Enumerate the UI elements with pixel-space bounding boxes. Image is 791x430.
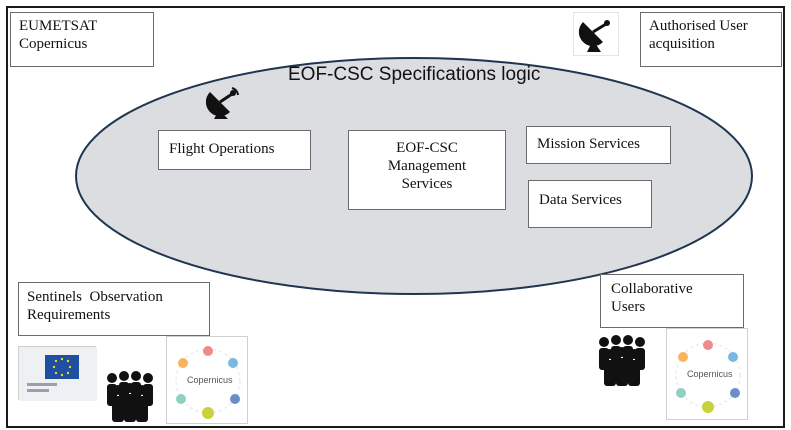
eumetsat-label: EUMETSAT (19, 18, 98, 34)
authorised-label-2: acquisition (649, 36, 715, 52)
copernicus-right-label: Copernicus (687, 369, 733, 379)
copernicus-logo-right: Copernicus (666, 328, 748, 420)
eumetsat-box: EUMETSAT Copernicus (10, 12, 154, 67)
authorised-user-box: Authorised User acquisition (640, 12, 782, 67)
flight-operations-label: Flight Operations (169, 141, 275, 157)
copernicus-logo-icon (175, 346, 241, 419)
mission-services-box: Mission Services (526, 126, 671, 164)
sentinels-label-2: Requirements (27, 307, 111, 323)
management-label-2: Management (387, 158, 467, 174)
collaborative-label-1: Collaborative (611, 281, 693, 297)
sentinels-label-1: Sentinels Observation (27, 289, 163, 305)
data-services-box: Data Services (528, 180, 652, 228)
collaborative-label-2: Users (611, 299, 646, 315)
people-group-icon (107, 371, 153, 422)
management-label-3: Services (401, 176, 453, 192)
copernicus-logo-left: Copernicus (166, 336, 248, 424)
sentinels-requirements-box: Sentinels Observation Requirements (18, 282, 210, 336)
satellite-dish-icon (573, 12, 619, 56)
satellite-dish-icon (206, 87, 239, 119)
copernicus-left-label: Copernicus (187, 375, 233, 385)
management-label-1: EOF-CSC (396, 140, 458, 156)
copernicus-label: Copernicus (19, 36, 88, 52)
mission-services-label: Mission Services (537, 136, 640, 152)
management-services-box: EOF-CSC Management Services (348, 130, 506, 210)
eu-commission-photo (18, 346, 97, 401)
collaborative-users-box: Collaborative Users (600, 274, 744, 328)
data-services-label: Data Services (539, 192, 622, 208)
eu-flag-icon (19, 347, 97, 401)
copernicus-logo-icon (675, 340, 741, 413)
flight-operations-box: Flight Operations (158, 130, 311, 170)
people-group-icon (599, 335, 645, 386)
diagram-frame: EOF-CSC Specifications logic EUMETSAT Co… (6, 6, 785, 428)
diagram-title: EOF-CSC Specifications logic (288, 64, 541, 85)
authorised-label-1: Authorised User (649, 18, 748, 34)
